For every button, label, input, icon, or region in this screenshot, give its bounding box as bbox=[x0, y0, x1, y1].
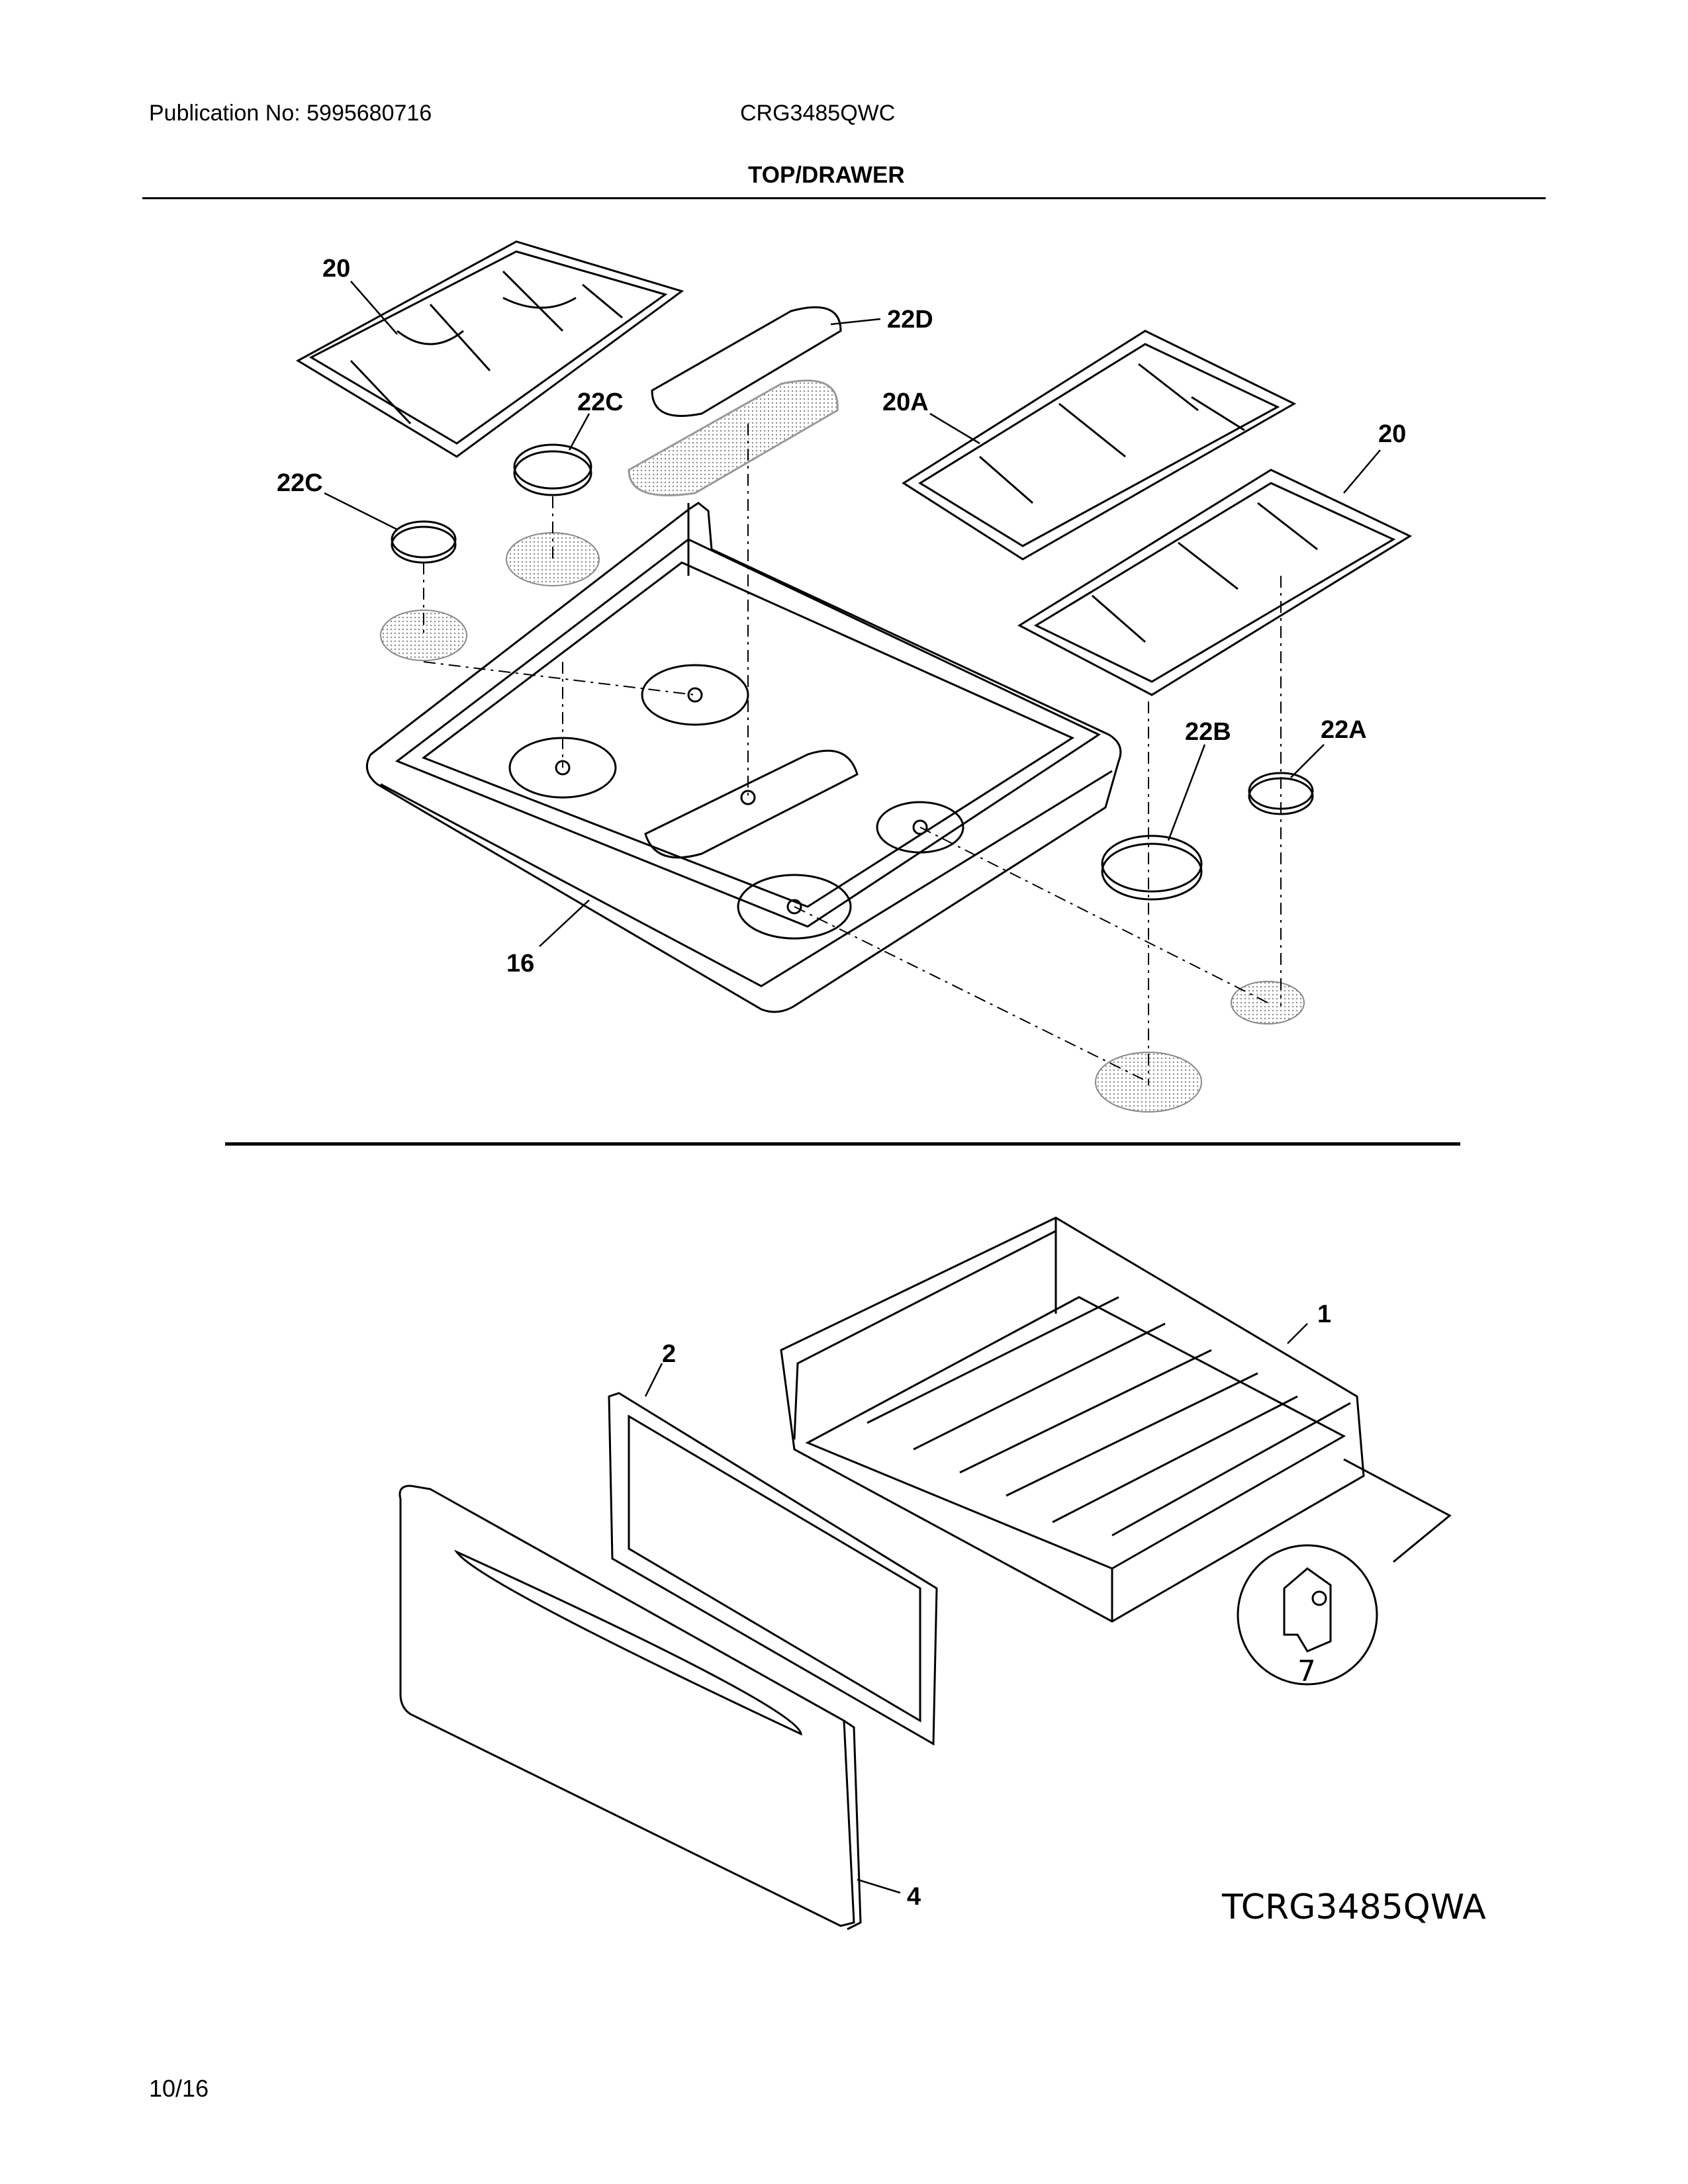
grate-middle-20a bbox=[902, 330, 1297, 561]
burner-well-4 bbox=[737, 874, 852, 940]
burner-cap-22b bbox=[1101, 835, 1203, 901]
drawer-glide-detail bbox=[1237, 1458, 1452, 1686]
callout-22c-upper: 22C bbox=[577, 388, 624, 416]
callout-22a: 22A bbox=[1321, 716, 1367, 744]
center-oval-well bbox=[644, 749, 859, 859]
burner-well-3 bbox=[876, 801, 964, 854]
burner-cap-22c-upper bbox=[513, 443, 592, 496]
page-number: 10/16 bbox=[149, 2075, 209, 2102]
drawer-body bbox=[780, 1216, 1365, 1623]
callout-2: 2 bbox=[662, 1340, 676, 1368]
model-number: CRG3485QWC bbox=[740, 101, 896, 126]
diagram-id: TCRG3485QWA bbox=[1222, 1888, 1486, 1927]
callout-20a: 20A bbox=[882, 388, 929, 416]
section-divider bbox=[225, 1142, 1460, 1146]
drawer-leader-lines bbox=[644, 1323, 1308, 1894]
callout-20-left: 20 bbox=[322, 255, 350, 283]
callout-22d: 22D bbox=[887, 306, 933, 334]
section-title: TOP/DRAWER bbox=[748, 162, 905, 188]
burner-heads bbox=[380, 532, 1305, 1113]
callout-22b: 22B bbox=[1185, 718, 1231, 746]
burner-cap-22c-lower bbox=[391, 520, 457, 564]
header-rule bbox=[142, 197, 1546, 199]
callout-20-right: 20 bbox=[1378, 420, 1406, 448]
callout-4: 4 bbox=[907, 1883, 921, 1911]
grate-right-20 bbox=[1017, 469, 1413, 696]
leader-lines bbox=[324, 281, 1381, 947]
callout-22c-lower: 22C bbox=[277, 469, 323, 497]
drawer-front bbox=[399, 1484, 862, 1931]
callout-1: 1 bbox=[1317, 1300, 1331, 1328]
alignment-lines bbox=[423, 424, 1282, 1085]
griddle-cap-22d bbox=[628, 306, 842, 496]
drawer-inner-panel bbox=[608, 1392, 938, 1746]
cooktop-tray bbox=[365, 502, 1122, 1013]
publication-number: Publication No: 5995680716 bbox=[149, 101, 432, 126]
callout-16: 16 bbox=[506, 950, 534, 978]
callout-7: 7 bbox=[1297, 1655, 1316, 1688]
grate-left bbox=[295, 240, 684, 458]
burner-well-1 bbox=[641, 664, 749, 726]
